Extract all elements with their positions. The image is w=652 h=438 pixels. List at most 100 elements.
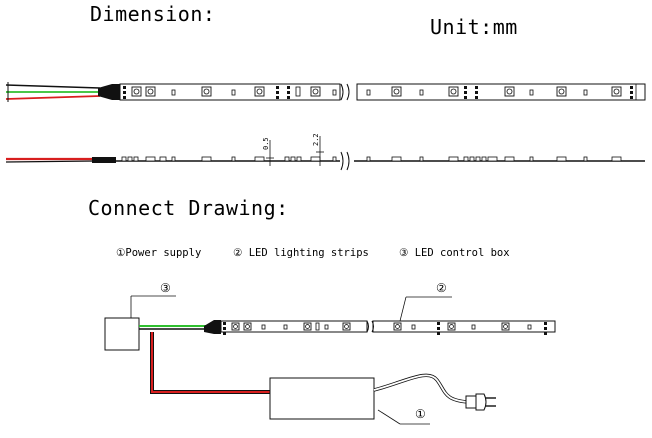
solder-pad [630, 91, 633, 94]
dimension-heading: Dimension: [90, 2, 216, 26]
resistor [529, 89, 534, 96]
solder-pad [630, 86, 633, 89]
led-chip [243, 322, 252, 331]
side-component [463, 156, 469, 162]
side-component [504, 156, 515, 162]
led-chip [310, 86, 321, 97]
callout-strip: ② [436, 281, 447, 295]
side-component [296, 156, 302, 162]
side-component [171, 156, 176, 162]
solder-pad [464, 91, 467, 94]
strip-segment-right [356, 83, 646, 101]
side-component [469, 156, 475, 162]
dimension-label-2-2: 2.2 [312, 133, 320, 146]
led-chip-lens [506, 88, 513, 95]
plug-icon [465, 393, 496, 411]
led-chip-lens [203, 88, 210, 95]
strip-components-connect [223, 322, 547, 335]
resistor [231, 89, 236, 96]
resistor [471, 324, 476, 330]
led-chip-lens [393, 88, 400, 95]
side-component [145, 156, 156, 162]
callout-control-box: ③ [160, 281, 171, 295]
led-chip-lens [233, 324, 238, 329]
led-chip [611, 86, 622, 97]
led-chip [504, 86, 515, 97]
led-chip [447, 322, 456, 331]
side-component [391, 156, 402, 162]
solder-pad [544, 327, 547, 330]
solder-pad [437, 332, 440, 335]
side-component [254, 156, 265, 162]
side-component [419, 156, 424, 162]
side-component [529, 156, 534, 162]
side-component [127, 156, 133, 162]
solder-pad [223, 322, 226, 325]
resistor [366, 89, 371, 96]
solder-pad [276, 86, 279, 89]
solder-pad [223, 327, 226, 330]
legend-control-box: ③ LED control box [399, 247, 510, 259]
led-chip [254, 86, 265, 97]
solder-pad [475, 91, 478, 94]
led-chip [303, 322, 312, 331]
connector-side [92, 157, 116, 163]
break-mark-side [340, 151, 344, 171]
side-component [475, 156, 481, 162]
legend-power-supply: ①Power supply [116, 247, 202, 259]
solder-pad [544, 322, 547, 325]
side-component [133, 156, 139, 162]
resistor [583, 89, 588, 96]
solder-pad [287, 96, 290, 99]
wire-black-top [5, 84, 101, 89]
side-component [481, 156, 487, 162]
resistor [315, 322, 320, 331]
led-chip [231, 322, 240, 331]
side-component [583, 156, 588, 162]
strip-side-view: 0.5 2.2 [5, 133, 645, 171]
side-component [332, 156, 337, 162]
connect-drawing-heading: Connect Drawing: [88, 196, 289, 220]
led-chip-lens [395, 324, 400, 329]
solder-pad [437, 322, 440, 325]
led-chip-lens [256, 88, 263, 95]
resistor [527, 324, 532, 330]
solder-pad [223, 332, 226, 335]
side-component [284, 156, 290, 162]
side-component [159, 156, 167, 162]
led-chip-lens [613, 88, 620, 95]
solder-pad [464, 96, 467, 99]
resistor [283, 324, 288, 330]
callout-line-power-supply [377, 409, 401, 425]
side-component [611, 156, 622, 162]
led-chip-lens [312, 88, 319, 95]
strip-segment-left [119, 83, 341, 101]
side-component [556, 156, 567, 162]
resistor [332, 89, 337, 96]
side-component [121, 156, 127, 162]
led-chip [501, 322, 510, 331]
unit-label: Unit:mm [430, 15, 518, 39]
side-component [487, 156, 498, 162]
led-chip-lens [450, 88, 457, 95]
connector-top [98, 84, 112, 100]
led-chip [393, 322, 402, 331]
resistor [171, 89, 176, 96]
dimension-label-0-5: 0.5 [262, 137, 270, 150]
resistor [324, 324, 329, 330]
strip-components-top [123, 84, 637, 100]
led-chip [556, 86, 567, 97]
resistor [261, 324, 266, 330]
led-chip-lens [558, 88, 565, 95]
resistor [419, 89, 424, 96]
ac-cable [373, 373, 469, 404]
led-chip-lens [344, 324, 349, 329]
solder-pad [464, 86, 467, 89]
strip-components-side [121, 156, 622, 162]
side-component [290, 156, 296, 162]
power-supply [269, 377, 375, 420]
led-chip [342, 322, 351, 331]
resistor [411, 324, 416, 330]
strip-top-view [5, 82, 646, 102]
